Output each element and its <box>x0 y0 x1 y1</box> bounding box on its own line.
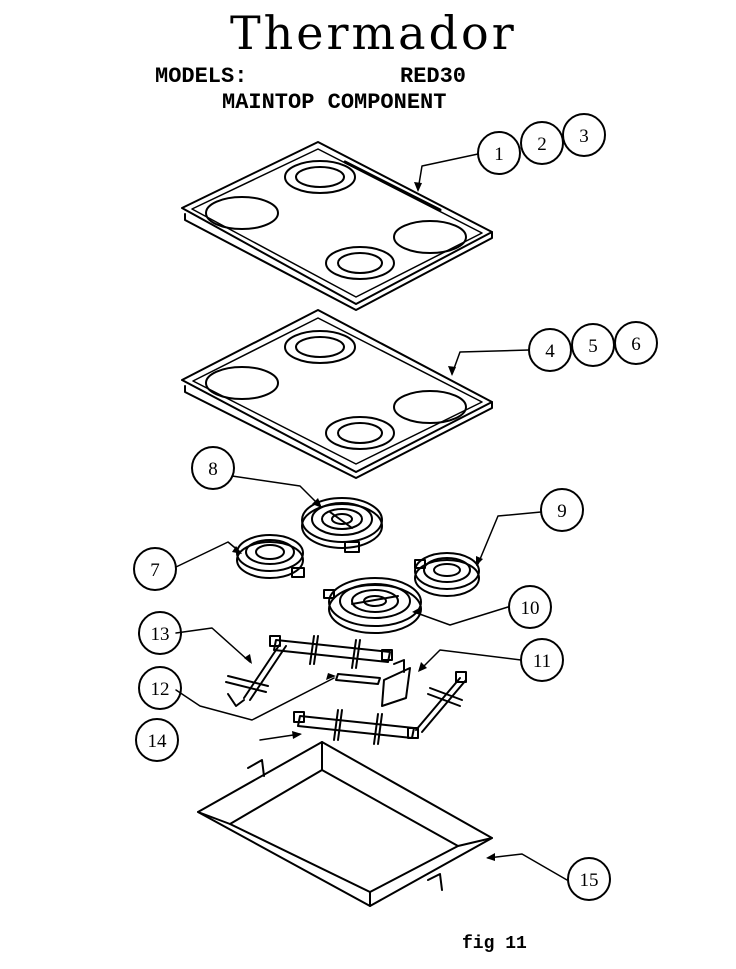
element-7 <box>236 534 305 579</box>
cooktop-glass-upper <box>181 141 493 311</box>
callout-13: 13 <box>138 611 182 655</box>
callout-15-label: 15 <box>580 870 599 891</box>
support-bracket-upper <box>269 635 393 669</box>
callout-1: 1 <box>477 131 521 175</box>
callout-1-label: 1 <box>494 144 504 165</box>
callout-10: 10 <box>508 585 552 629</box>
figure-label: fig 11 <box>462 934 527 954</box>
burner-box <box>197 741 493 907</box>
callout-11-label: 11 <box>533 651 551 672</box>
model-number: RED30 <box>400 64 467 89</box>
callout-9-label: 9 <box>557 501 567 522</box>
brand-title: Thermador <box>230 6 517 60</box>
arrowheads <box>232 182 495 861</box>
models-label: MODELS: <box>155 64 248 89</box>
callout-7: 7 <box>133 547 177 591</box>
side-bracket-right <box>415 671 467 733</box>
callout-10-label: 10 <box>521 598 540 619</box>
side-bracket-13 <box>225 643 287 707</box>
support-bracket-lower <box>293 709 419 745</box>
callout-6: 6 <box>614 321 658 365</box>
callout-15: 15 <box>567 857 611 901</box>
callout-7-label: 7 <box>150 560 160 581</box>
callout-13-label: 13 <box>151 624 170 645</box>
cooktop-glass-lower <box>181 309 493 479</box>
bracket-11 <box>381 659 411 707</box>
callout-2: 2 <box>520 121 564 165</box>
element-9 <box>414 552 480 597</box>
callout-5-label: 5 <box>588 336 598 357</box>
callout-8-label: 8 <box>208 459 218 480</box>
element-10 <box>323 577 422 634</box>
callout-5: 5 <box>571 323 615 367</box>
callout-4: 4 <box>528 328 572 372</box>
callout-12: 12 <box>138 666 182 710</box>
leader-lines <box>175 153 568 881</box>
component-title: MAINTOP COMPONENT <box>222 90 447 115</box>
callout-4-label: 4 <box>545 341 555 362</box>
strip-12 <box>335 673 381 685</box>
callout-2-label: 2 <box>537 134 547 155</box>
callout-3-label: 3 <box>579 126 589 147</box>
callout-11: 11 <box>520 638 564 682</box>
callout-12-label: 12 <box>151 679 170 700</box>
callout-9: 9 <box>540 488 584 532</box>
callout-6-label: 6 <box>631 334 641 355</box>
callout-3: 3 <box>562 113 606 157</box>
callout-8: 8 <box>191 446 235 490</box>
callout-14-label: 14 <box>148 731 168 752</box>
element-8 <box>301 497 383 553</box>
callout-14: 14 <box>135 718 179 762</box>
